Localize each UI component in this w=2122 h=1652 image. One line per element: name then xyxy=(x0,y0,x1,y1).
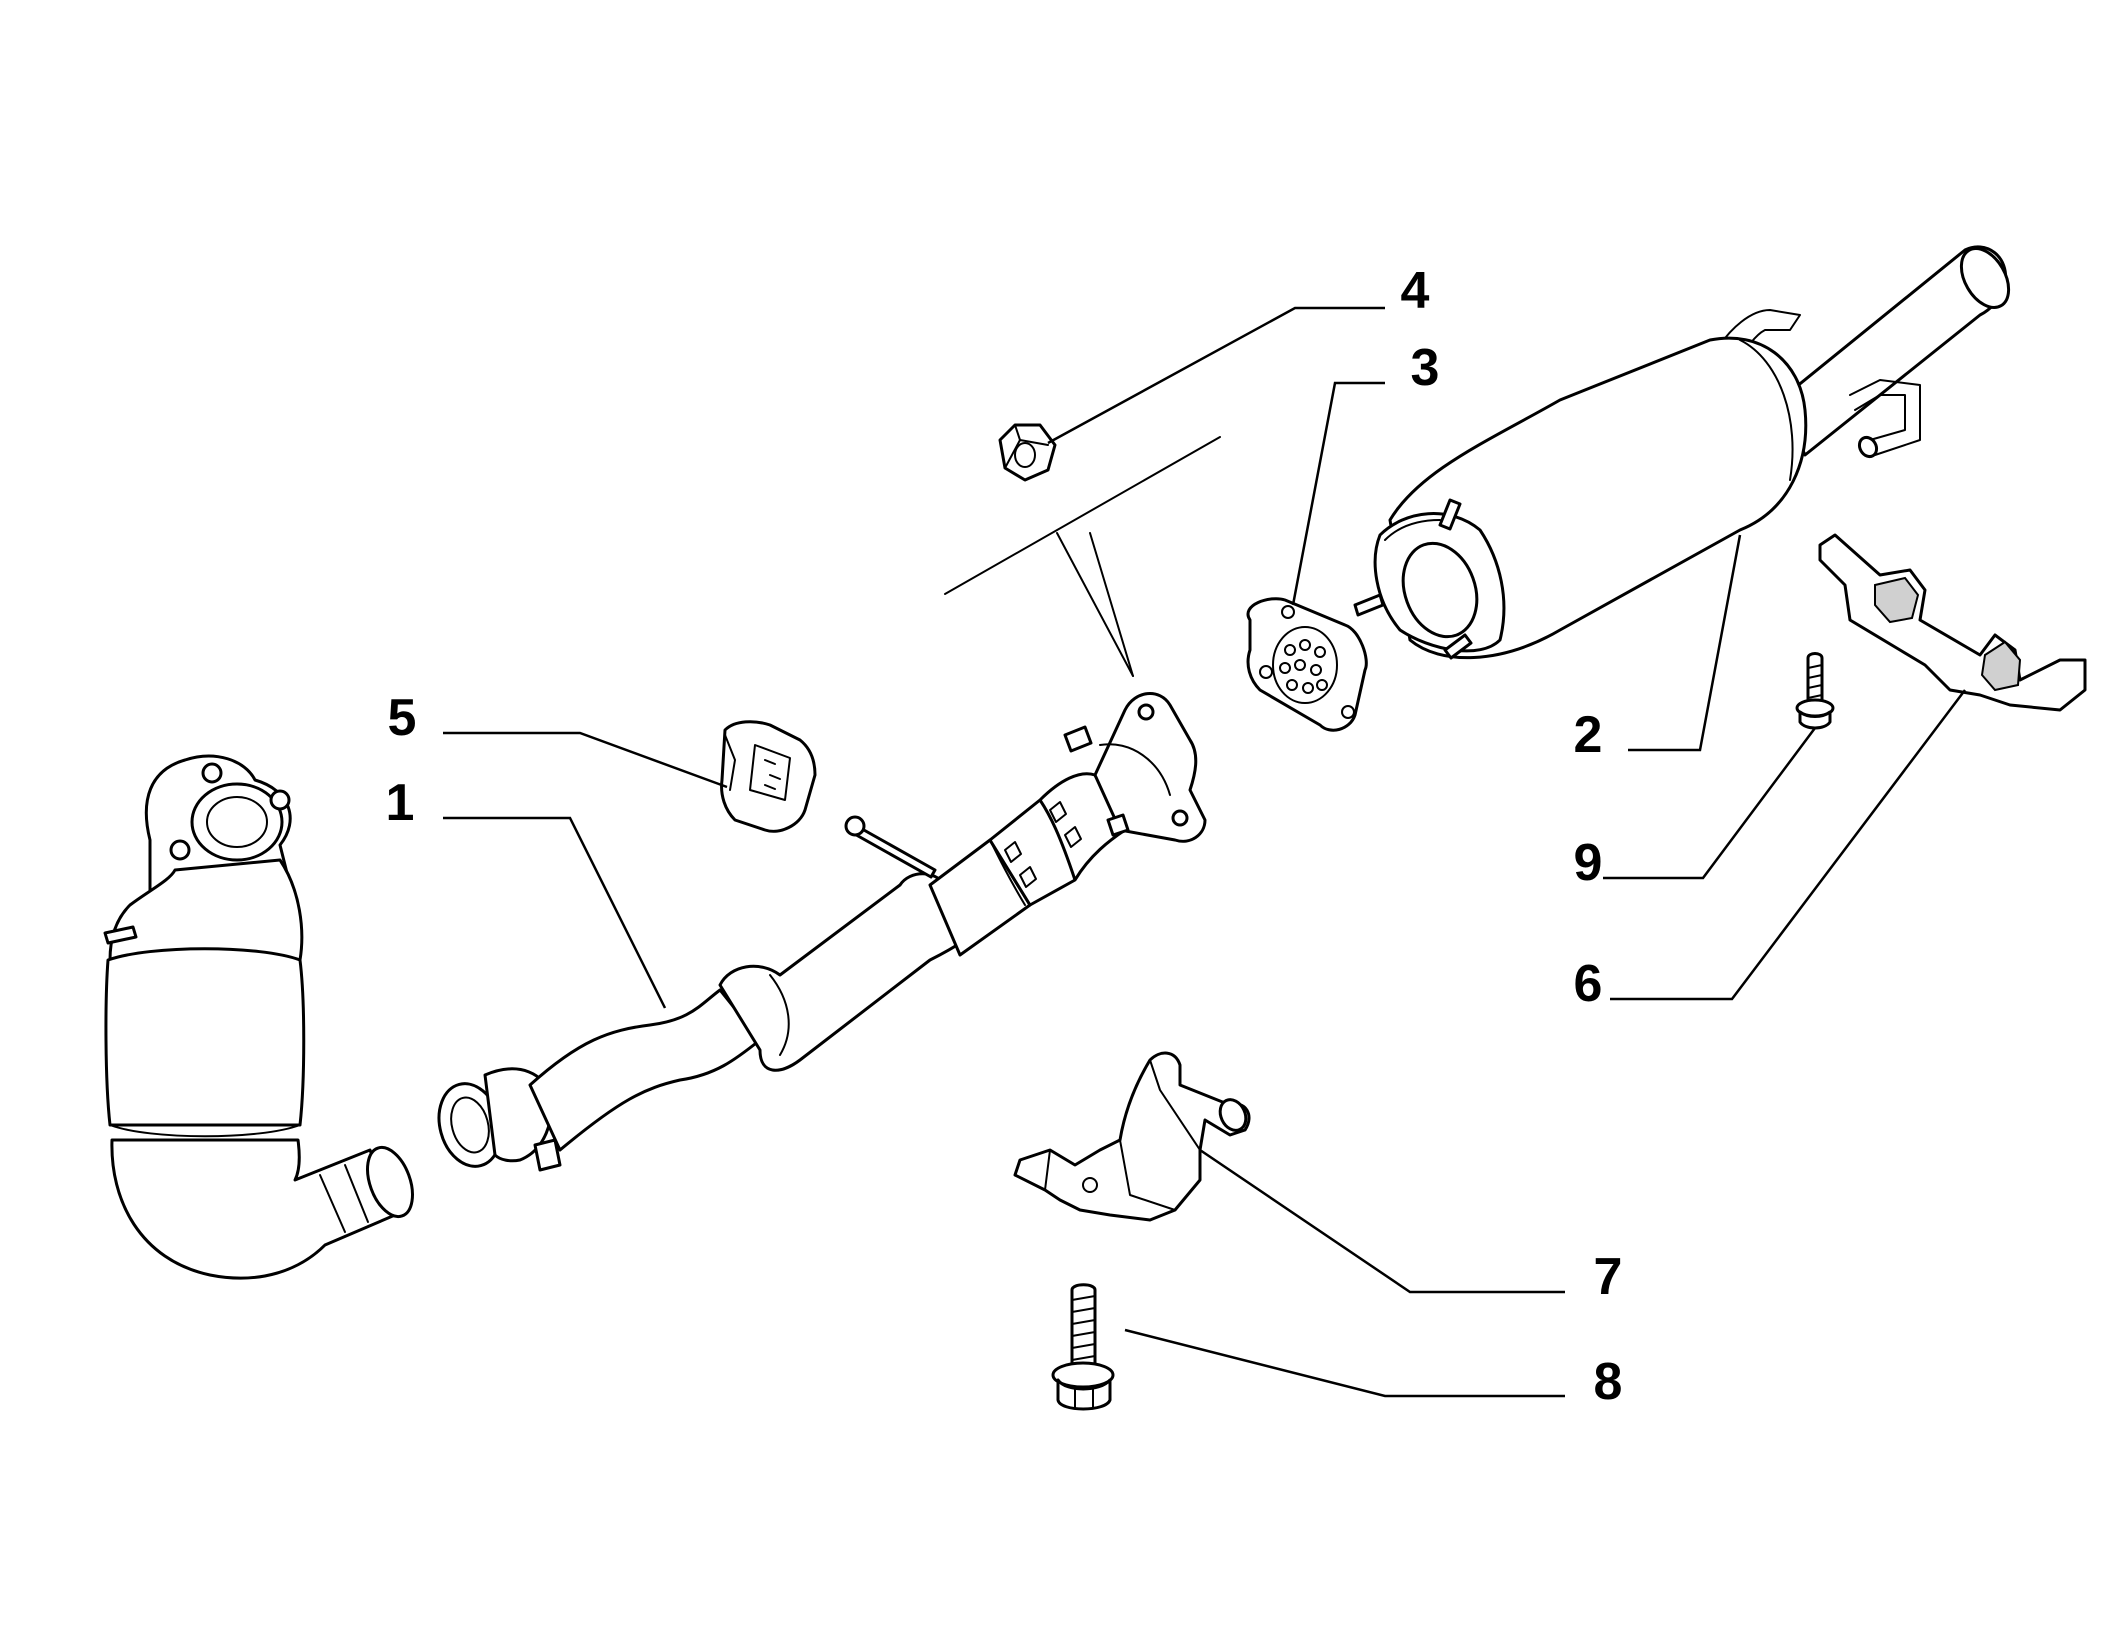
catalytic-converter xyxy=(103,754,414,1280)
callout-4: 4 xyxy=(1401,262,1430,320)
callout-6: 6 xyxy=(1574,955,1603,1013)
callout-2: 2 xyxy=(1574,706,1603,764)
flange-gasket xyxy=(1246,597,1368,732)
hex-nut xyxy=(998,423,1057,482)
callout-8: 8 xyxy=(1594,1353,1623,1411)
flange-bolt xyxy=(1051,1283,1115,1411)
leader-5 xyxy=(443,731,728,789)
callout-7: 7 xyxy=(1594,1248,1623,1306)
callout-1: 1 xyxy=(386,774,415,832)
rear-silencer xyxy=(1353,245,2011,660)
leader-lines xyxy=(443,306,1966,1398)
silencer-mounting-bracket xyxy=(1818,533,2087,712)
callout-9: 9 xyxy=(1574,834,1603,892)
leader-4 xyxy=(1047,306,1385,445)
callout-5: 5 xyxy=(388,689,417,747)
leader-3 xyxy=(1291,381,1385,606)
front-exhaust-pipe xyxy=(437,692,1207,1172)
leader-6 xyxy=(1610,689,1966,1001)
rubber-hanger-isolator xyxy=(720,720,817,833)
callout-3: 3 xyxy=(1411,339,1440,397)
leader-7 xyxy=(1199,1148,1565,1294)
assembly-guide-lines xyxy=(944,436,1221,677)
leader-2 xyxy=(1628,534,1742,752)
leader-8 xyxy=(1124,1328,1565,1398)
bracket-screw xyxy=(1795,652,1835,730)
callout-labels: 4 3 5 1 2 9 6 7 8 xyxy=(386,262,1623,1411)
leader-9 xyxy=(1603,727,1817,880)
exhaust-hanger-bracket xyxy=(1013,1051,1251,1222)
leader-1 xyxy=(443,816,667,1009)
